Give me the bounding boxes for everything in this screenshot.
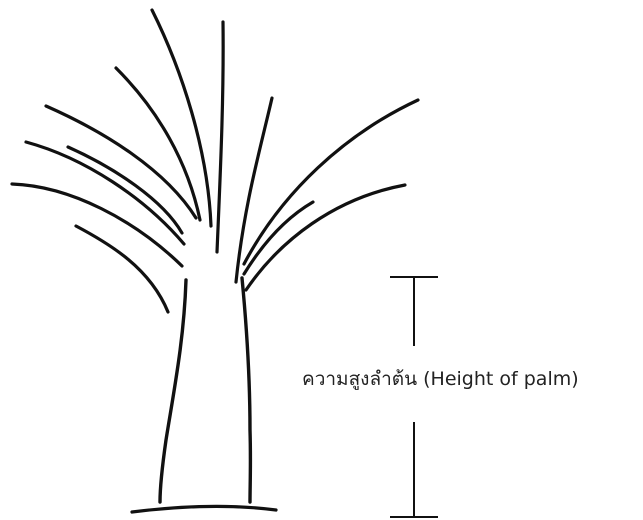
frond-center-1 [152, 10, 211, 226]
palm-fronds [12, 10, 418, 312]
frond-left-6 [116, 68, 200, 220]
palm-tree-drawing [12, 10, 418, 512]
frond-center-2 [217, 22, 223, 252]
trunk-left-edge [160, 280, 186, 502]
height-of-palm-label: ความสูงลำต้น (Height of palm) [302, 364, 642, 394]
frond-right-1 [236, 98, 272, 282]
frond-left-3 [26, 142, 184, 244]
palm-trunk [160, 278, 250, 502]
ground-line [132, 506, 276, 512]
height-measurement-bracket [390, 277, 438, 517]
trunk-right-edge [242, 278, 250, 502]
frond-left-1 [12, 184, 182, 266]
frond-left-2 [76, 226, 168, 312]
frond-left-5 [46, 106, 196, 218]
